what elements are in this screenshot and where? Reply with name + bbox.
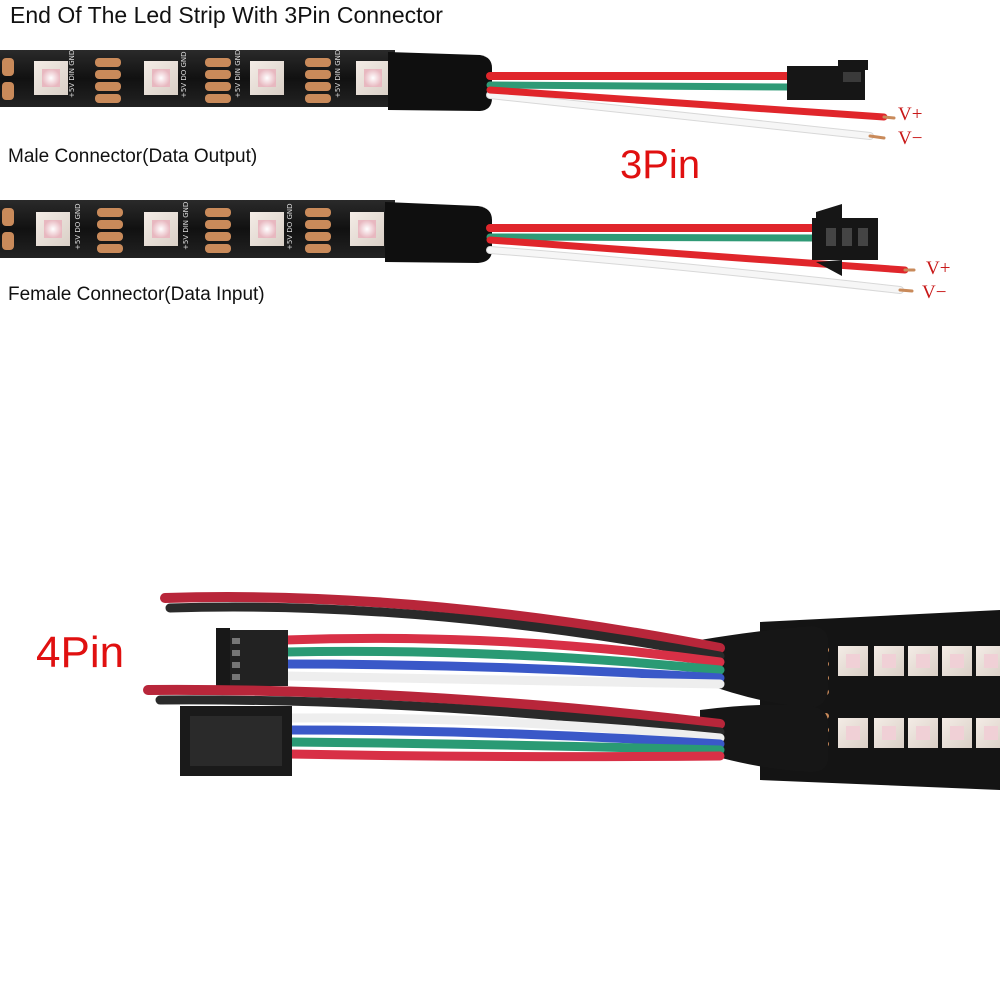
male-vplus-label: V+ bbox=[898, 104, 923, 125]
svg-text:+5V DIN GND: +5V DIN GND bbox=[234, 50, 242, 98]
four-pin-label: 4Pin bbox=[36, 628, 125, 677]
svg-text:+5V DO GND: +5V DO GND bbox=[286, 203, 294, 250]
male-heat-shrink bbox=[388, 52, 492, 111]
female-wires bbox=[486, 224, 916, 294]
svg-text:+5V DIN GND: +5V DIN GND bbox=[334, 50, 342, 98]
male-led-strip: +5V DIN GND +5V DO GND +5V DIN GND +5V D… bbox=[0, 50, 395, 107]
male-connector-label: Male Connector(Data Output) bbox=[8, 146, 258, 167]
page-title: End Of The Led Strip With 3Pin Connector bbox=[10, 2, 443, 28]
four-pin-photo bbox=[143, 592, 1000, 790]
female-vplus-label: V+ bbox=[926, 258, 951, 279]
female-3pin-connector bbox=[812, 204, 878, 276]
three-pin-label: 3Pin bbox=[620, 143, 701, 187]
female-connector-label: Female Connector(Data Input) bbox=[8, 284, 265, 305]
male-vminus-label: V− bbox=[898, 128, 923, 149]
svg-text:+5V DO GND: +5V DO GND bbox=[74, 203, 82, 250]
female-vminus-label: V− bbox=[922, 282, 947, 303]
svg-text:+5V DO GND: +5V DO GND bbox=[180, 51, 188, 98]
male-3pin-connector bbox=[787, 60, 868, 100]
female-led-strip: +5V DO GND +5V DIN GND +5V DO GND bbox=[0, 200, 395, 258]
svg-text:+5V DIN GND: +5V DIN GND bbox=[182, 202, 190, 250]
svg-text:+5V DIN GND: +5V DIN GND bbox=[68, 50, 76, 98]
female-heat-shrink bbox=[385, 202, 492, 263]
male-wires bbox=[486, 72, 896, 140]
